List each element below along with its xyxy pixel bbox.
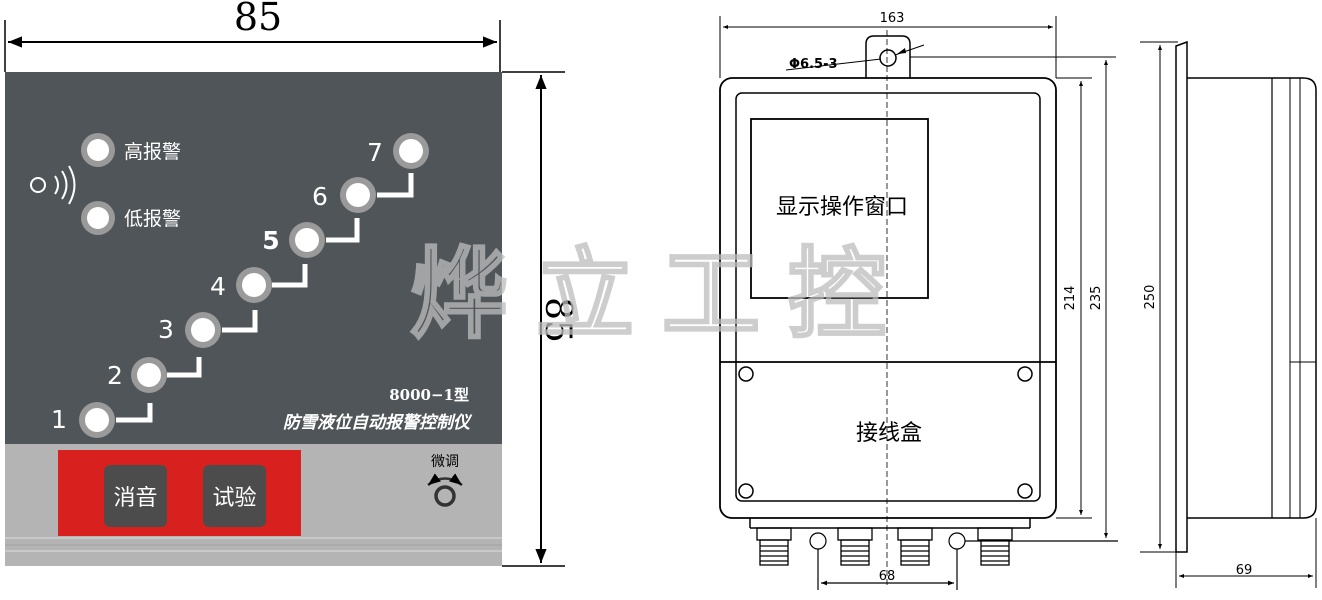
cable-gland-4 <box>977 527 1013 566</box>
level-led-4 <box>236 267 272 303</box>
drawing-width-label: 163 <box>880 11 905 26</box>
level-led-7 <box>393 133 429 169</box>
buzzer-icon <box>30 165 76 205</box>
dim-235-label: 235 <box>1089 286 1104 311</box>
level-led-6 <box>340 177 376 213</box>
fine-tune-label: 微调 <box>431 454 459 470</box>
panel-face <box>5 72 502 444</box>
product-name: 防雪液位自动报警控制仪 <box>283 413 473 433</box>
level-number-3: 3 <box>158 315 174 344</box>
height-dimensions <box>910 56 1116 538</box>
side-view-drawing <box>1140 40 1317 588</box>
level-led-2 <box>131 357 167 393</box>
front-outline-drawing <box>719 16 1057 588</box>
level-staircase-lines <box>116 173 414 423</box>
cable-gland-3 <box>897 527 933 566</box>
mute-button-label: 消音 <box>113 486 157 511</box>
side-depth-label: 69 <box>1236 563 1253 578</box>
level-number-2: 2 <box>107 361 123 390</box>
junction-box-label: 接线盒 <box>856 421 922 446</box>
fine-tune-knob-icon[interactable] <box>427 473 463 507</box>
level-led-5 <box>289 222 325 258</box>
panel-height-label: 85 <box>537 297 578 343</box>
panel-width-dimension: 85 <box>4 0 501 72</box>
level-led-3 <box>185 312 221 348</box>
level-number-1: 1 <box>51 405 67 434</box>
test-button-label: 试验 <box>212 486 256 511</box>
hole-diameter-label: Φ6.5-3 <box>789 57 838 72</box>
front-panel-view: 85 85 高报警 <box>4 0 578 567</box>
display-window-label: 显示操作窗口 <box>776 195 908 220</box>
cable-gland-2 <box>837 527 873 566</box>
panel-height-dimension: 85 <box>502 71 578 567</box>
side-height-label: 250 <box>1143 285 1158 310</box>
low-alarm-led <box>81 201 115 235</box>
panel-width-label: 85 <box>234 0 282 39</box>
level-number-5: 5 <box>262 226 279 255</box>
watermark-text: 烨立工控 <box>410 238 914 352</box>
test-button[interactable]: 试验 <box>203 465 266 527</box>
model-label: 8000−1型 <box>389 386 469 404</box>
cable-gland-1 <box>756 527 792 566</box>
bottom-spacing-label: 68 <box>879 569 896 584</box>
level-led-1 <box>79 402 115 438</box>
low-alarm-label: 低报警 <box>124 208 181 230</box>
level-number-7: 7 <box>367 138 383 167</box>
level-number-4: 4 <box>210 272 226 301</box>
dim-214-label: 214 <box>1063 286 1078 311</box>
mute-button[interactable]: 消音 <box>104 465 167 527</box>
high-alarm-label: 高报警 <box>124 141 181 163</box>
level-number-6: 6 <box>312 182 328 211</box>
high-alarm-led <box>81 133 115 167</box>
bottom-holes-dimension <box>809 532 1118 590</box>
